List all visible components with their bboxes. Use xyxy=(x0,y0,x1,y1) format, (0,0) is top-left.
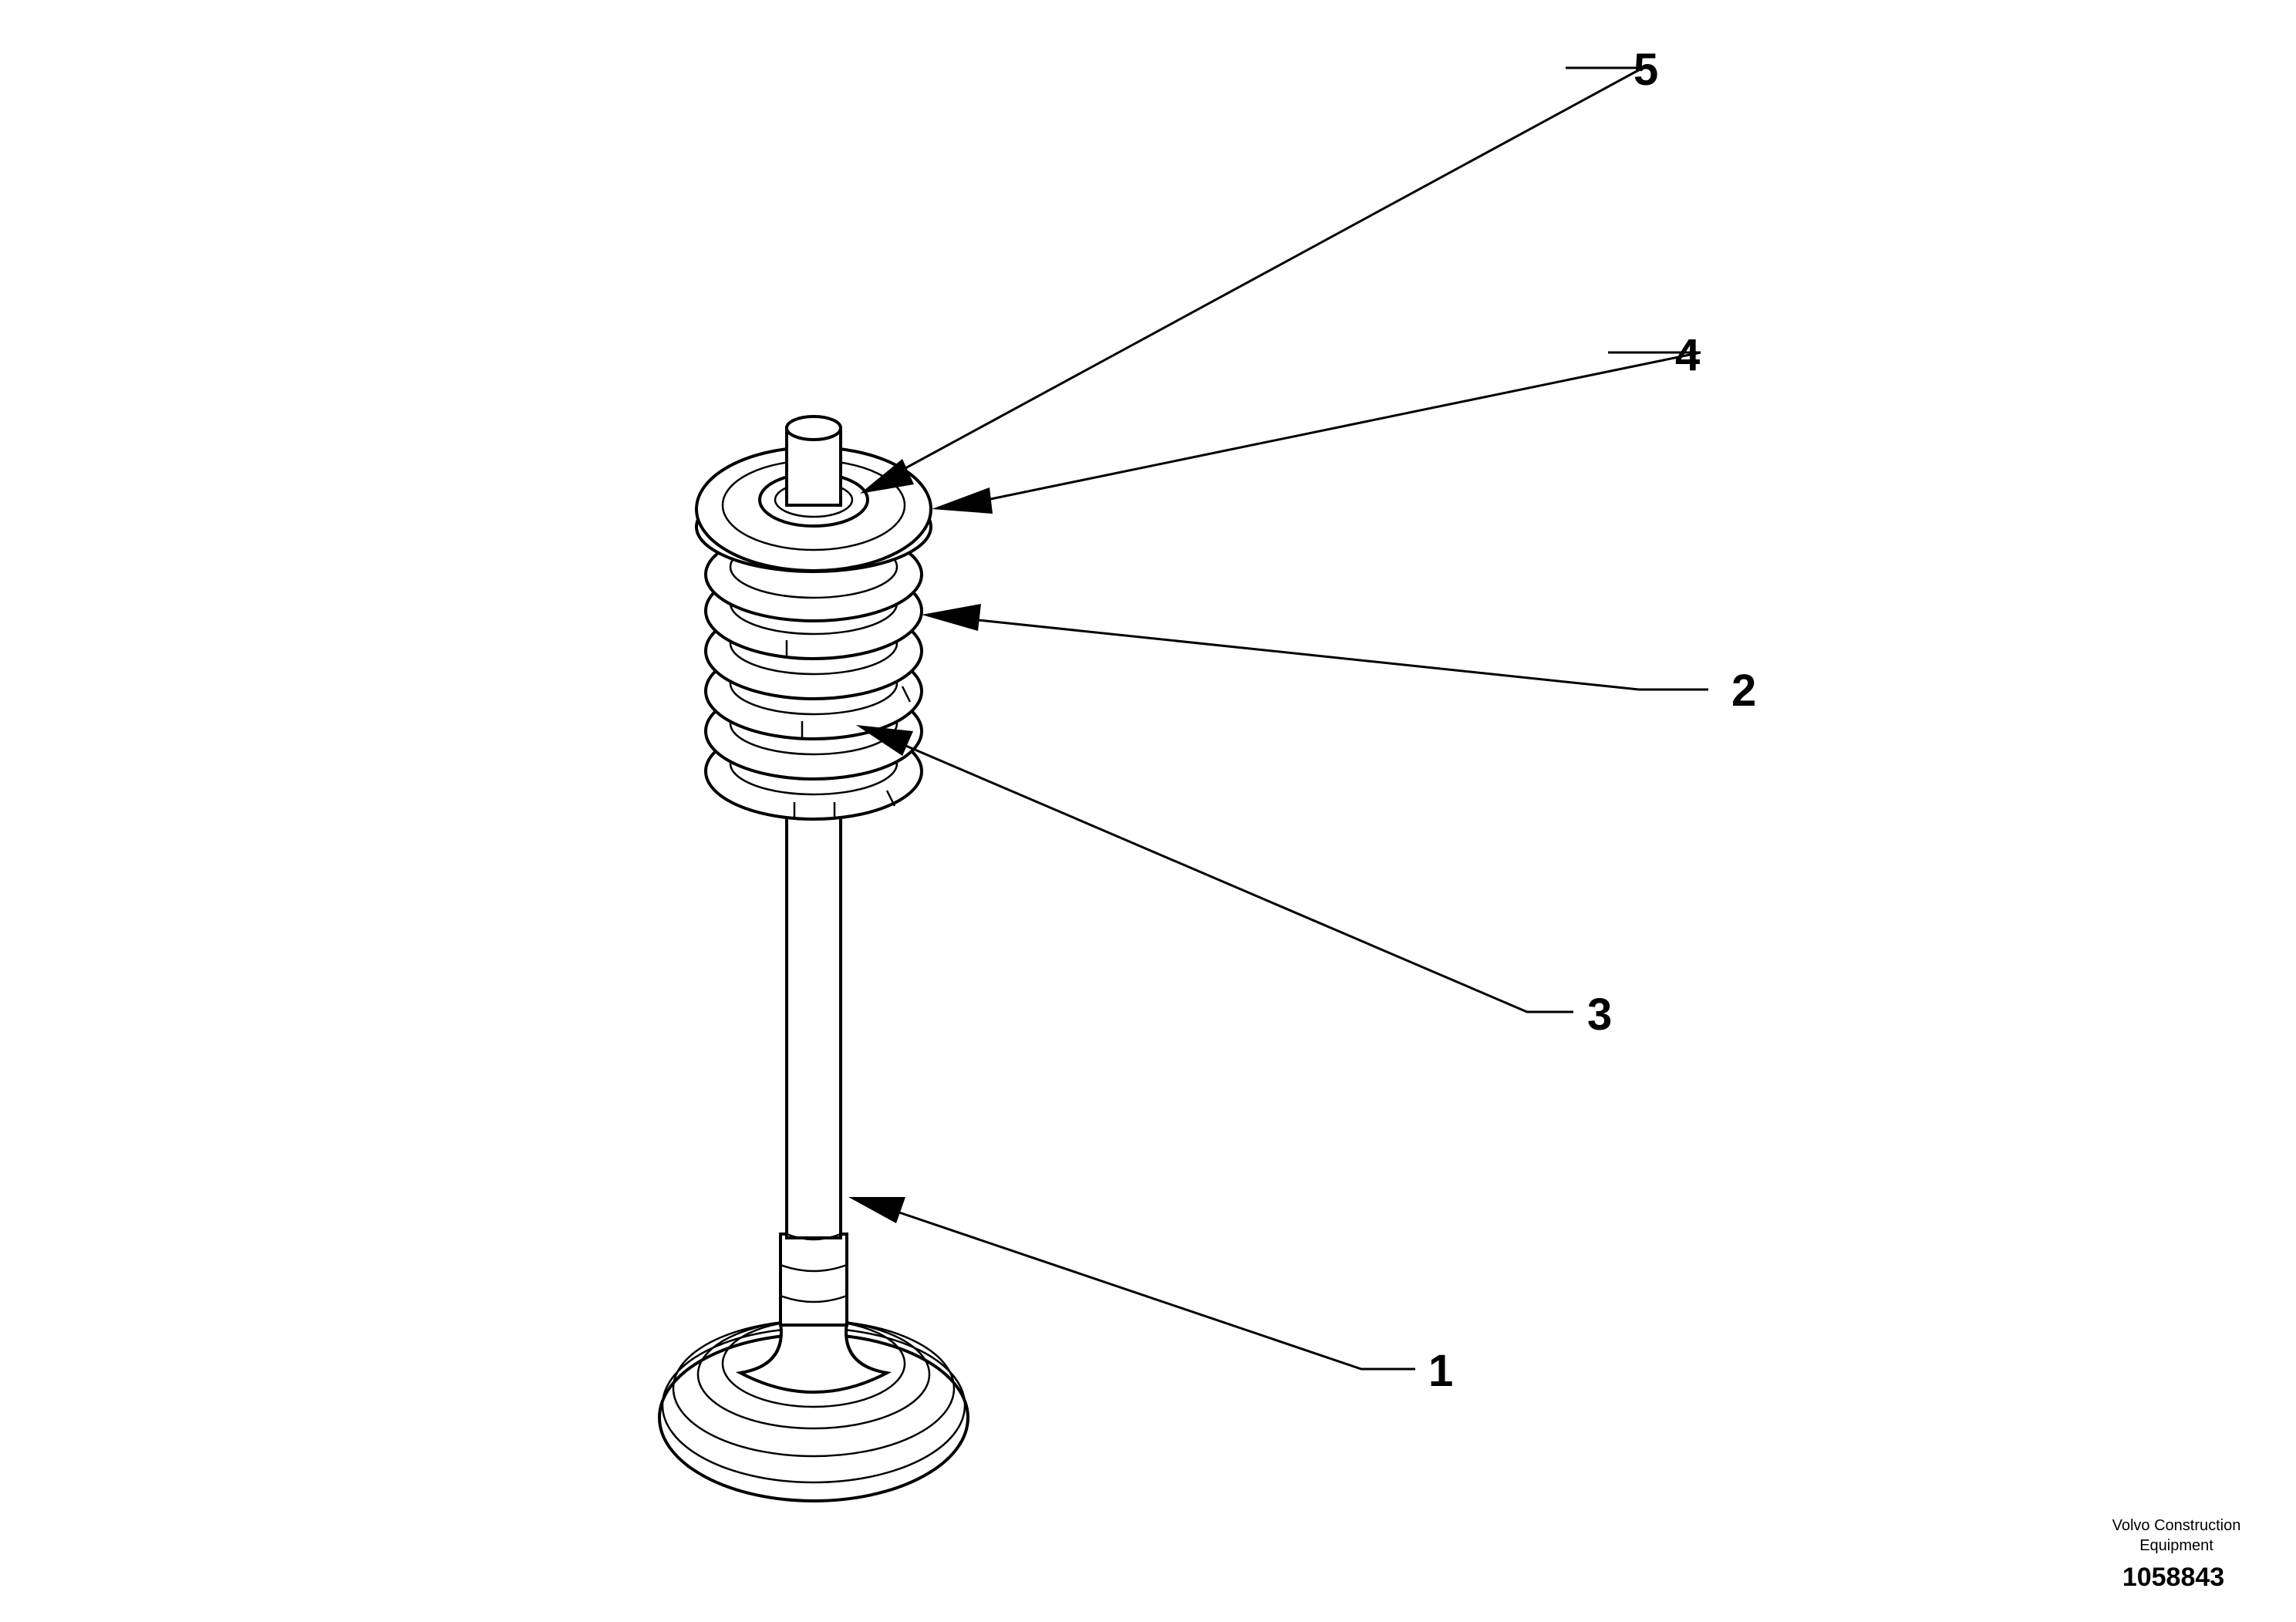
callout-1: 1 xyxy=(1428,1346,1453,1396)
leader-4 xyxy=(932,351,1701,514)
valve-stem-tip xyxy=(785,415,842,507)
arrowhead-1 xyxy=(848,1197,905,1223)
arrowhead-2 xyxy=(922,604,981,631)
callout-5: 5 xyxy=(1633,45,1658,95)
leader-3 xyxy=(856,725,1573,1013)
credit-block: Volvo Construction Equipment 1058843 xyxy=(2112,1517,2241,1592)
valve-head xyxy=(658,1319,969,1502)
credit-company-line2: Equipment xyxy=(2139,1537,2213,1554)
arrowhead-4 xyxy=(932,487,993,514)
callout-2: 2 xyxy=(1731,666,1756,716)
leader-2 xyxy=(922,604,1708,691)
leader-1 xyxy=(848,1197,1415,1371)
drawing-reference-number: 1058843 xyxy=(2122,1563,2224,1592)
valve-stem xyxy=(779,804,848,1327)
callout-3: 3 xyxy=(1587,990,1612,1040)
leader-5 xyxy=(860,66,1644,494)
callout-4: 4 xyxy=(1675,330,1700,380)
arrowhead-3 xyxy=(856,725,913,756)
credit-company-line1: Volvo Construction xyxy=(2112,1517,2241,1534)
arrowhead-5 xyxy=(860,459,914,494)
